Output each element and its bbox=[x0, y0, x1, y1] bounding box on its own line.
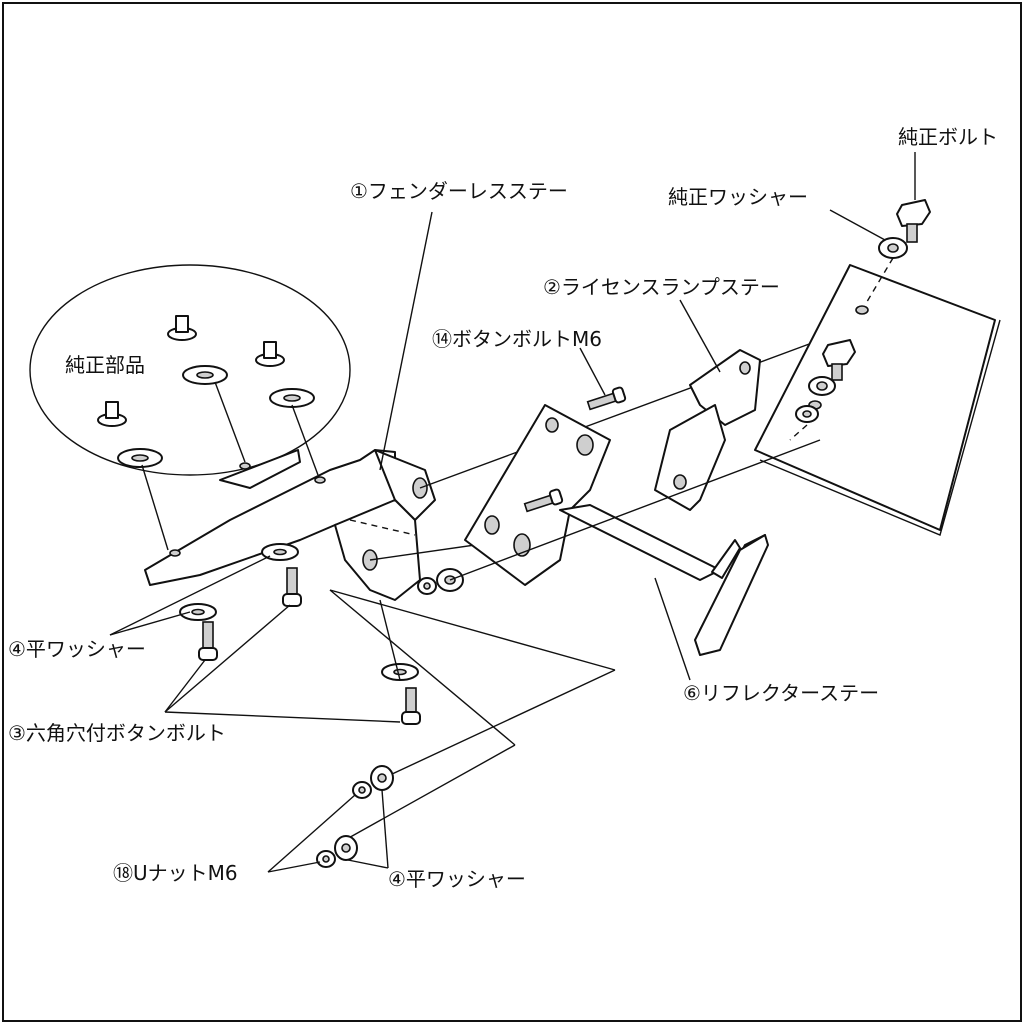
label-genuine-parts: 純正部品 bbox=[65, 353, 145, 377]
u-nut-bottom-1 bbox=[352, 781, 372, 799]
genuine-parts-group bbox=[29, 264, 351, 476]
centerline-1 bbox=[349, 519, 416, 536]
label-button-bolt-m6: ⑭ボタンボルトM6 bbox=[432, 327, 602, 351]
label-genuine-washer: 純正ワッシャー bbox=[668, 185, 808, 209]
assembly-line-2 bbox=[329, 589, 616, 671]
leader-washer-2 bbox=[109, 555, 271, 636]
leader-washer-1 bbox=[109, 611, 191, 636]
license-plate-part bbox=[754, 264, 1001, 536]
leader-unut-1 bbox=[267, 794, 356, 873]
leader-bolt-1 bbox=[164, 659, 206, 713]
dash-plate-top bbox=[864, 257, 894, 306]
genuine-part-washer-3 bbox=[117, 448, 163, 468]
assembly-line-4 bbox=[389, 669, 616, 776]
button-bolt-m6-a bbox=[586, 386, 627, 411]
u-nut-mid bbox=[417, 577, 437, 595]
assembly-line-3 bbox=[329, 589, 516, 746]
genuine-bolt-mid bbox=[822, 339, 856, 381]
reflector-stay-part bbox=[694, 534, 769, 656]
button-bolt-m6-b bbox=[523, 488, 564, 513]
genuine-part-nut-2 bbox=[255, 341, 285, 367]
leader-genuine-washer bbox=[829, 209, 886, 241]
genuine-part-washer-2 bbox=[269, 388, 315, 408]
leader-genuine-3 bbox=[141, 464, 169, 551]
leader-bolt-2 bbox=[164, 604, 291, 713]
assembly-line-5 bbox=[344, 744, 516, 841]
label-license-lamp-stay: ②ライセンスランプステー bbox=[543, 275, 780, 299]
genuine-washer-mid bbox=[808, 376, 836, 396]
genuine-washer-low bbox=[795, 405, 819, 423]
label-u-nut-m6: ⑱UナットM6 bbox=[113, 861, 238, 885]
flat-washer-c bbox=[381, 663, 419, 681]
leader-license-lamp-stay bbox=[679, 299, 721, 373]
genuine-bolt-top bbox=[896, 199, 931, 243]
fenderless-stay-part bbox=[144, 449, 436, 601]
genuine-part-nut-1 bbox=[167, 315, 197, 341]
label-hex-button-bolt: ③六角穴付ボタンボルト bbox=[8, 721, 226, 745]
leader-washer-bottom-2 bbox=[347, 859, 389, 869]
leader-washer-bottom-1 bbox=[381, 789, 389, 869]
label-fenderless-stay: ①フェンダーレスステー bbox=[350, 179, 568, 203]
label-genuine-bolt: 純正ボルト bbox=[898, 125, 998, 149]
u-nut-bottom-2 bbox=[316, 850, 336, 868]
flat-washer-b bbox=[179, 603, 217, 621]
hex-button-bolt-b bbox=[198, 621, 218, 661]
label-flat-washer-bottom: ④平ワッシャー bbox=[388, 867, 526, 891]
genuine-part-nut-3 bbox=[97, 401, 127, 427]
flat-washer-a bbox=[261, 543, 299, 561]
leader-bolt-3 bbox=[164, 711, 401, 723]
label-flat-washer-left: ④平ワッシャー bbox=[8, 637, 146, 661]
leader-genuine-1 bbox=[214, 381, 246, 463]
genuine-washer-top bbox=[878, 237, 908, 259]
leader-unut-2 bbox=[267, 861, 321, 873]
leader-button-bolt bbox=[579, 347, 606, 396]
leader-fenderless-stay bbox=[379, 211, 433, 471]
label-reflector-stay: ⑥リフレクターステー bbox=[683, 681, 879, 705]
genuine-part-washer-1 bbox=[182, 365, 228, 385]
dash-plate-low bbox=[789, 424, 808, 441]
flat-washer-bottom-1 bbox=[370, 765, 394, 791]
genuine-parts-circle bbox=[29, 264, 351, 476]
license-lamp-stay-part bbox=[654, 349, 761, 511]
hex-button-bolt-a bbox=[282, 567, 302, 607]
flat-washer-bottom-2 bbox=[334, 835, 358, 861]
leader-genuine-2 bbox=[291, 404, 319, 476]
hex-button-bolt-c bbox=[401, 687, 421, 725]
assembly-line-1 bbox=[449, 439, 821, 581]
leader-reflector-stay bbox=[654, 577, 691, 681]
